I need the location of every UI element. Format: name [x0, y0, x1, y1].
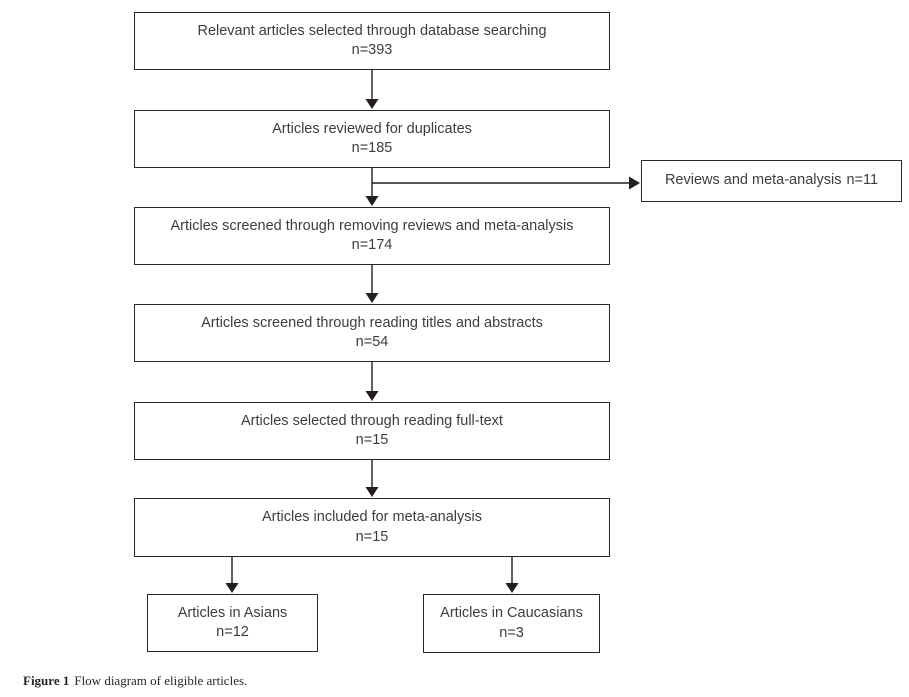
- node-count: n=185: [351, 140, 393, 156]
- node-count: n=11: [846, 172, 879, 189]
- node-label: Articles in Caucasians: [440, 605, 583, 622]
- arrow-included-to-asians: [225, 557, 239, 593]
- node-count: n=15: [355, 432, 389, 448]
- node-label: Articles in Asians: [177, 604, 288, 621]
- arrowhead-icon: [365, 293, 379, 303]
- node-count: n=54: [355, 334, 389, 350]
- flow-node-removing-reviews: Articles screened through removing revie…: [134, 207, 610, 265]
- arrow-included-to-caucasians: [505, 557, 519, 593]
- figure-caption-text: Flow diagram of eligible articles.: [74, 673, 248, 688]
- figure-caption: Figure 1 Flow diagram of eligible article…: [23, 673, 247, 689]
- flow-node-database-searching: Relevant articles selected through datab…: [134, 12, 610, 70]
- node-label: Relevant articles selected through datab…: [197, 22, 547, 39]
- arrowhead-icon: [365, 99, 379, 109]
- node-count: n=15: [355, 528, 389, 545]
- arrow-branch-to-reviews-excluded: [372, 176, 640, 190]
- flow-node-asians: Articles in Asians n=12: [147, 594, 318, 652]
- arrowhead-icon: [225, 583, 239, 593]
- node-count: n=174: [351, 237, 393, 253]
- arrow-fulltext-to-included: [365, 459, 379, 497]
- node-label: Articles reviewed for duplicates: [272, 120, 472, 137]
- flow-node-reviews-meta-analysis-excluded: Reviews and meta-analysis n=11: [641, 160, 902, 202]
- arrow-duplicates-to-removing: [365, 168, 379, 206]
- arrowhead-icon: [365, 487, 379, 497]
- node-label: Reviews and meta-analysis: [664, 172, 842, 189]
- node-label: Articles screened through reading titles…: [201, 314, 543, 331]
- arrow-removing-to-titles: [365, 265, 379, 303]
- node-count: n=3: [499, 624, 524, 641]
- arrow-titles-to-fulltext: [365, 362, 379, 401]
- flow-node-included-meta-analysis: Articles included for meta-analysis n=15: [134, 498, 610, 557]
- node-count: n=393: [351, 42, 393, 58]
- node-label: Articles selected through reading full-t…: [241, 412, 503, 429]
- figure-caption-label: Figure 1: [23, 673, 70, 688]
- arrowhead-icon: [365, 391, 379, 401]
- arrowhead-icon: [505, 583, 519, 593]
- flow-node-full-text: Articles selected through reading full-t…: [134, 402, 610, 460]
- node-label: Articles screened through removing revie…: [170, 217, 574, 234]
- flow-node-caucasians: Articles in Caucasians n=3: [423, 594, 600, 653]
- arrowhead-icon: [629, 176, 640, 190]
- arrowhead-icon: [365, 196, 379, 206]
- node-label: Articles included for meta-analysis: [261, 509, 482, 526]
- arrow-database-to-duplicates: [365, 70, 379, 109]
- flow-node-titles-abstracts: Articles screened through reading titles…: [134, 304, 610, 362]
- node-count: n=12: [216, 624, 249, 640]
- flow-node-reviewed-duplicates: Articles reviewed for duplicates n=185: [134, 110, 610, 168]
